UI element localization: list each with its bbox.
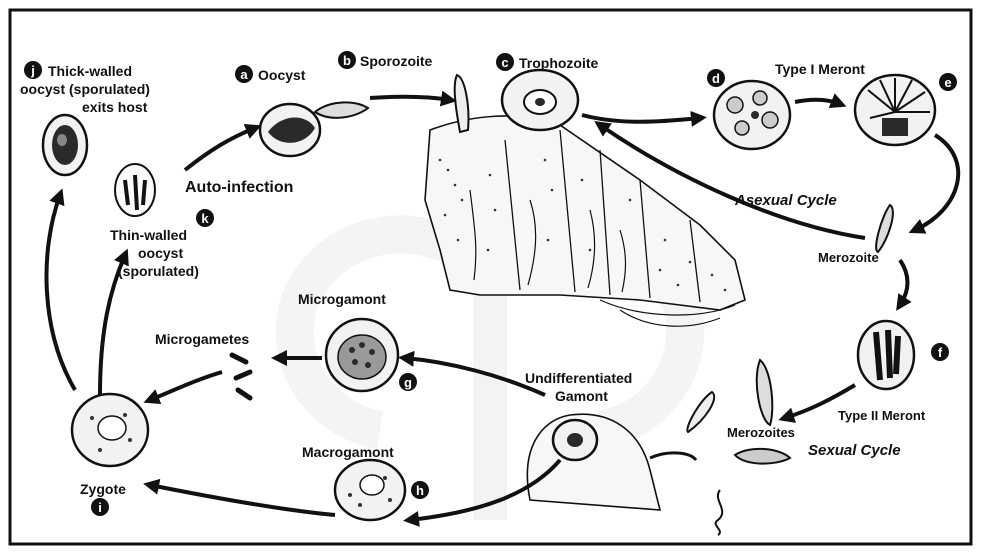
thin-walled-oocyst-illustration — [115, 164, 155, 216]
badge-f: f — [931, 343, 949, 361]
trophozoite-illustration — [502, 70, 578, 130]
svg-text:f: f — [938, 345, 943, 360]
label-microgamont: Microgamont — [298, 291, 386, 307]
label-thin-walled-1: Thin-walled — [110, 227, 187, 243]
label-sporozoite: Sporozoite — [360, 53, 433, 69]
type-2-meront-illustration — [858, 321, 914, 389]
label-auto-infection: Auto-infection — [185, 179, 293, 196]
svg-text:j: j — [30, 63, 35, 78]
zygote-illustration — [72, 394, 148, 466]
type-1-meront-illustration-d — [714, 81, 790, 149]
badge-k: k — [196, 209, 214, 227]
label-thick-walled-3: exits host — [82, 99, 148, 115]
label-merozoite: Merozoite — [818, 250, 879, 265]
label-trophozoite: Trophozoite — [519, 55, 599, 71]
svg-text:a: a — [240, 67, 248, 82]
svg-text:k: k — [201, 211, 209, 226]
badge-j: j — [24, 61, 42, 79]
label-asexual-cycle: Asexual Cycle — [734, 192, 837, 209]
label-zygote: Zygote — [80, 481, 126, 497]
badge-i: i — [91, 498, 109, 516]
svg-text:h: h — [416, 483, 424, 498]
svg-text:b: b — [343, 53, 351, 68]
macrogamont-illustration — [335, 460, 405, 520]
label-thin-walled-3: (sporulated) — [118, 263, 199, 279]
type-1-meront-illustration-e — [855, 75, 935, 145]
label-sexual-cycle: Sexual Cycle — [808, 442, 901, 459]
label-gamont: Gamont — [555, 388, 608, 404]
label-macrogamont: Macrogamont — [302, 444, 394, 460]
label-thick-walled-2: oocyst (sporulated) — [20, 81, 150, 97]
svg-text:i: i — [98, 500, 102, 515]
badge-d: d — [707, 69, 725, 87]
badge-g: g — [399, 373, 417, 391]
svg-text:d: d — [712, 71, 720, 86]
label-thin-walled-2: oocyst — [138, 245, 183, 261]
svg-text:e: e — [944, 75, 951, 90]
label-undifferentiated: Undifferentiated — [525, 370, 632, 386]
label-microgametes: Microgametes — [155, 331, 249, 347]
label-type2-meront: Type II Meront — [838, 408, 926, 423]
badge-a: a — [235, 65, 253, 83]
label-thick-walled-1: Thick-walled — [48, 63, 132, 79]
oocyst-illustration — [260, 104, 320, 156]
label-oocyst: Oocyst — [258, 67, 306, 83]
badge-c: c — [496, 53, 514, 71]
badge-e: e — [939, 73, 957, 91]
microgamont-illustration — [326, 319, 398, 391]
thick-walled-oocyst-illustration — [43, 115, 87, 175]
svg-text:g: g — [404, 375, 412, 390]
label-type1-meront: Type I Meront — [775, 61, 865, 77]
svg-text:c: c — [501, 55, 508, 70]
badge-b: b — [338, 51, 356, 69]
label-merozoites: Merozoites — [727, 425, 795, 440]
badge-h: h — [411, 481, 429, 499]
